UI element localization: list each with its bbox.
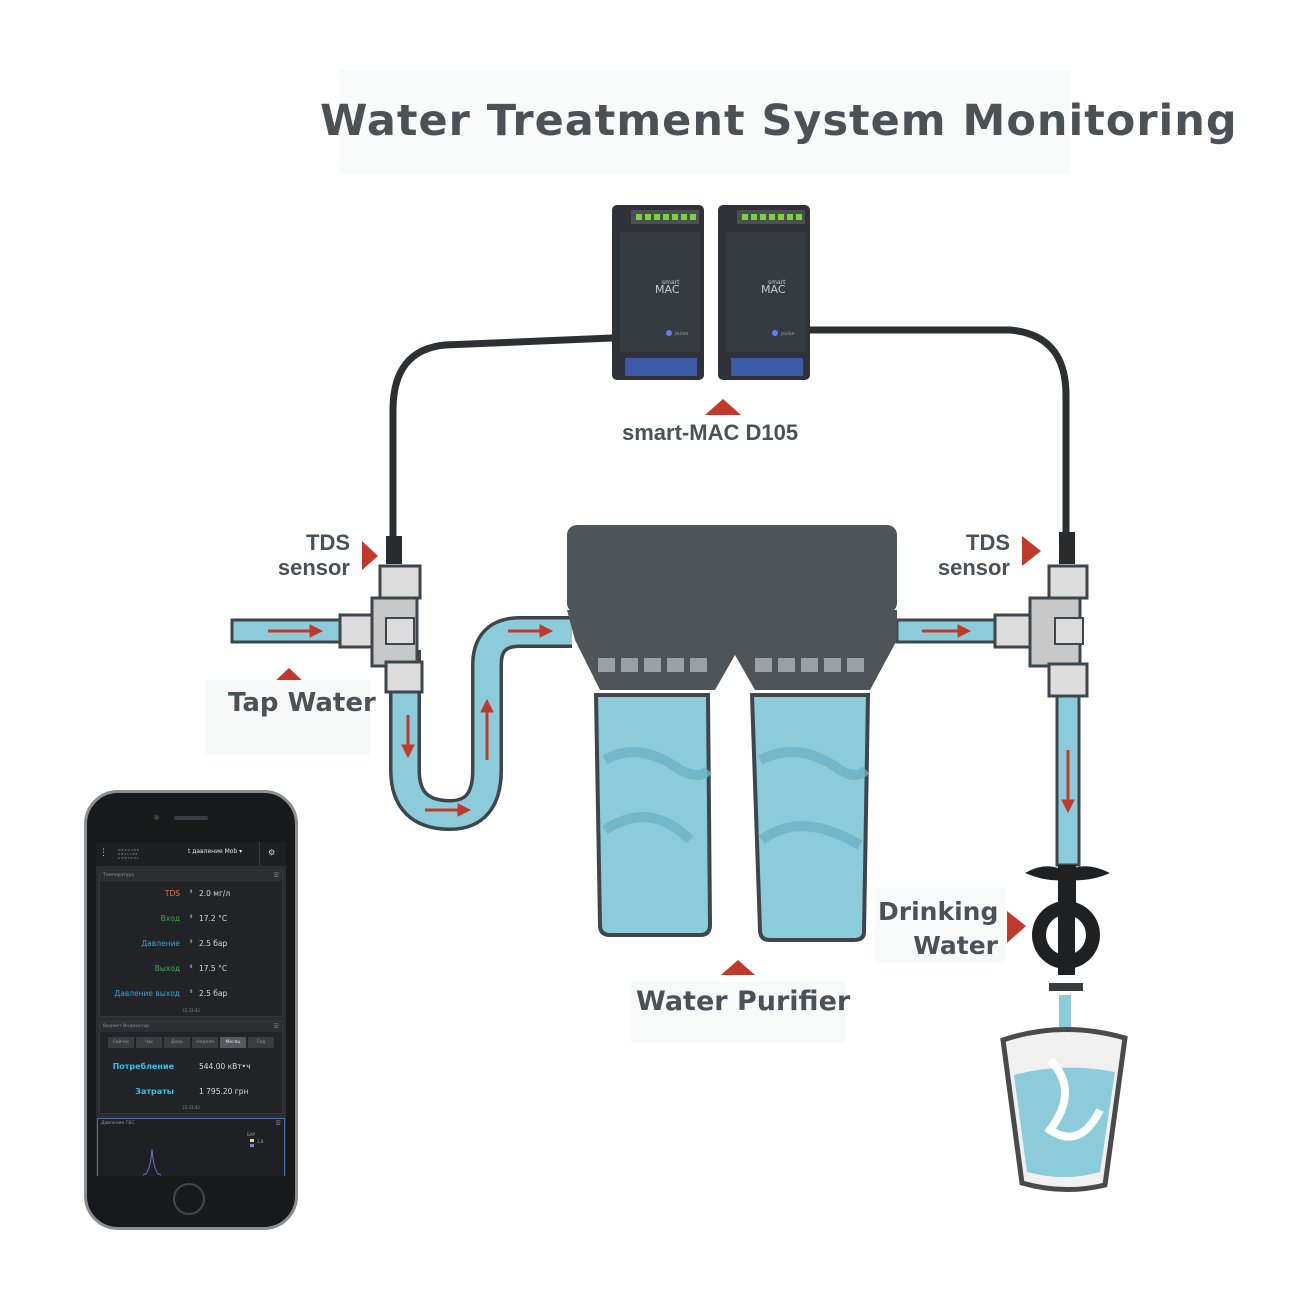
panel-menu-icon[interactable]: ☰ (275, 1120, 281, 1127)
panel-temperature-header: Температура ☰ (100, 871, 282, 881)
period-tab[interactable]: Сейчас (108, 1037, 134, 1048)
home-button[interactable] (173, 1183, 205, 1215)
reading-label: Давление выход (114, 989, 180, 998)
app-topbar: ⋮ MEASURE ANALYZE CONTROL t давление Mob… (96, 842, 286, 866)
reading-label: Давление (141, 939, 180, 948)
panel-menu-icon[interactable]: ☰ (273, 872, 279, 879)
reading-row: Давление ⬍ 2.5 бар (100, 931, 282, 956)
phone-camera (154, 815, 159, 820)
sort-arrows-icon: ⬍ (189, 889, 194, 895)
reading-value: 17.2 °C (199, 914, 228, 923)
page-title: Water Treatment System Monitoring (320, 96, 1238, 146)
consumption-row: Затраты 1 795.20 грн (100, 1078, 282, 1103)
sort-arrows-icon: ⬍ (189, 964, 194, 970)
label-drinking-line1: Drinking (878, 897, 999, 926)
dashboard-name: t давление Mob (188, 848, 238, 855)
phone-speaker (174, 816, 208, 820)
consumption-value: 544.00 кВт•ч (199, 1062, 251, 1071)
panel-indicator-title: Виджет Индикатор (103, 1024, 150, 1029)
reading-value: 2.5 бар (199, 989, 228, 998)
label-smart-mac: smart-MAC D105 (622, 420, 799, 445)
label-tds-sensor-left: TDS sensor (250, 530, 350, 580)
sort-arrows-icon: ⬍ (189, 989, 194, 995)
label-tds-right-line2: sensor (937, 555, 1010, 580)
legend-value: 1.8 (257, 1139, 264, 1144)
reading-row: Выход ⬍ 17.5 °C (100, 956, 282, 981)
reading-value: 17.5 °C (199, 964, 228, 973)
panel-temperature-title: Температура (103, 873, 135, 878)
period-tab[interactable]: Месяц (220, 1037, 246, 1048)
pressure-mini-chart: БАР 1.8 (142, 1132, 264, 1176)
panel-temperature-timestamp: 15:33:42 (182, 1008, 200, 1013)
reading-label: TDS (164, 889, 180, 898)
consumption-row: Потребление 544.00 кВт•ч (100, 1053, 282, 1078)
reading-label: Вход (160, 914, 180, 923)
panel-indicator-header: Виджет Индикатор ☰ (100, 1022, 282, 1032)
label-tds-left-line2: sensor (277, 555, 350, 580)
drinking-label-background (875, 888, 1005, 963)
reading-row: TDS ⬍ 2.0 мг/л (100, 881, 282, 906)
glass-of-water (1000, 1027, 1128, 1192)
tds-sensor-left-fitting (338, 536, 424, 694)
sort-arrows-icon: ⬍ (189, 914, 194, 920)
consumption-label: Потребление (112, 1062, 174, 1071)
sort-arrows-icon: ⬍ (189, 939, 194, 945)
tds-sensor-right-fitting (993, 532, 1089, 698)
panel-pressure-chart: Давление ГВС ☰ БАР 1.8 (97, 1118, 285, 1176)
menu-icon[interactable]: ⋮ (99, 848, 108, 858)
title-background (340, 70, 1070, 174)
cable-right (804, 326, 1070, 549)
label-drinking-water: Drinking Water (878, 895, 998, 963)
faucet (1025, 865, 1110, 1070)
label-tds-sensor-right: TDS sensor (910, 530, 1010, 580)
smart-mac-module-1 (612, 205, 704, 380)
device-logo-main-1: MAC (655, 283, 680, 296)
panel-indicator-timestamp: 15:33:42 (182, 1105, 200, 1110)
reading-row: Давление выход ⬍ 2.5 бар (100, 981, 282, 1006)
app-logo: MEASURE ANALYZE CONTROL (118, 848, 140, 860)
consumption-label: Затраты (135, 1087, 174, 1096)
reading-value: 2.5 бар (199, 939, 228, 948)
purifier-label-background (630, 982, 845, 1042)
filter-canister-right (749, 693, 871, 942)
flow-arrows (268, 624, 1075, 817)
tap-label-background (205, 680, 370, 755)
device-logo-small-1: smart (662, 279, 680, 286)
settings-gear-icon[interactable]: ⚙ (268, 848, 276, 857)
device-logo-main-2: MAC (761, 283, 786, 296)
period-tab[interactable]: Час (136, 1037, 162, 1048)
period-tab[interactable]: Год (248, 1037, 274, 1048)
reading-label: Выход (154, 964, 180, 973)
panel-menu-icon[interactable]: ☰ (273, 1023, 279, 1030)
device-led-label-1: pulse (675, 331, 688, 337)
smart-mac-module-2 (718, 205, 810, 380)
panel-pressure-header: Давление ГВС ☰ (98, 1119, 284, 1129)
smartphone: ⋮ MEASURE ANALYZE CONTROL t давление Mob… (84, 790, 298, 1230)
reading-value: 2.0 мг/л (199, 889, 231, 898)
reading-row: Вход ⬍ 17.2 °C (100, 906, 282, 931)
water-purifier (567, 525, 897, 942)
period-tab[interactable]: День (164, 1037, 190, 1048)
panel-pressure-title: Давление ГВС (101, 1121, 135, 1126)
label-drinking-line2: Water (913, 931, 998, 960)
label-water-purifier: Water Purifier (636, 986, 851, 1017)
legend-unit: БАР (247, 1132, 255, 1137)
topbar-divider (259, 842, 260, 866)
label-tds-left-line1: TDS (306, 530, 350, 555)
phone-screen: ⋮ MEASURE ANALYZE CONTROL t давление Mob… (96, 842, 286, 1176)
device-logo-small-2: smart (768, 279, 786, 286)
period-tab[interactable]: Неделя (192, 1037, 218, 1048)
consumption-value: 1 795.20 грн (199, 1087, 249, 1096)
cable-left (389, 334, 616, 549)
dashboard-dropdown[interactable]: t давление Mob ▾ (188, 848, 243, 855)
device-led-label-2: pulse (781, 331, 794, 337)
label-tds-right-line1: TDS (966, 530, 1010, 555)
label-tap-water: Tap Water (228, 688, 376, 718)
